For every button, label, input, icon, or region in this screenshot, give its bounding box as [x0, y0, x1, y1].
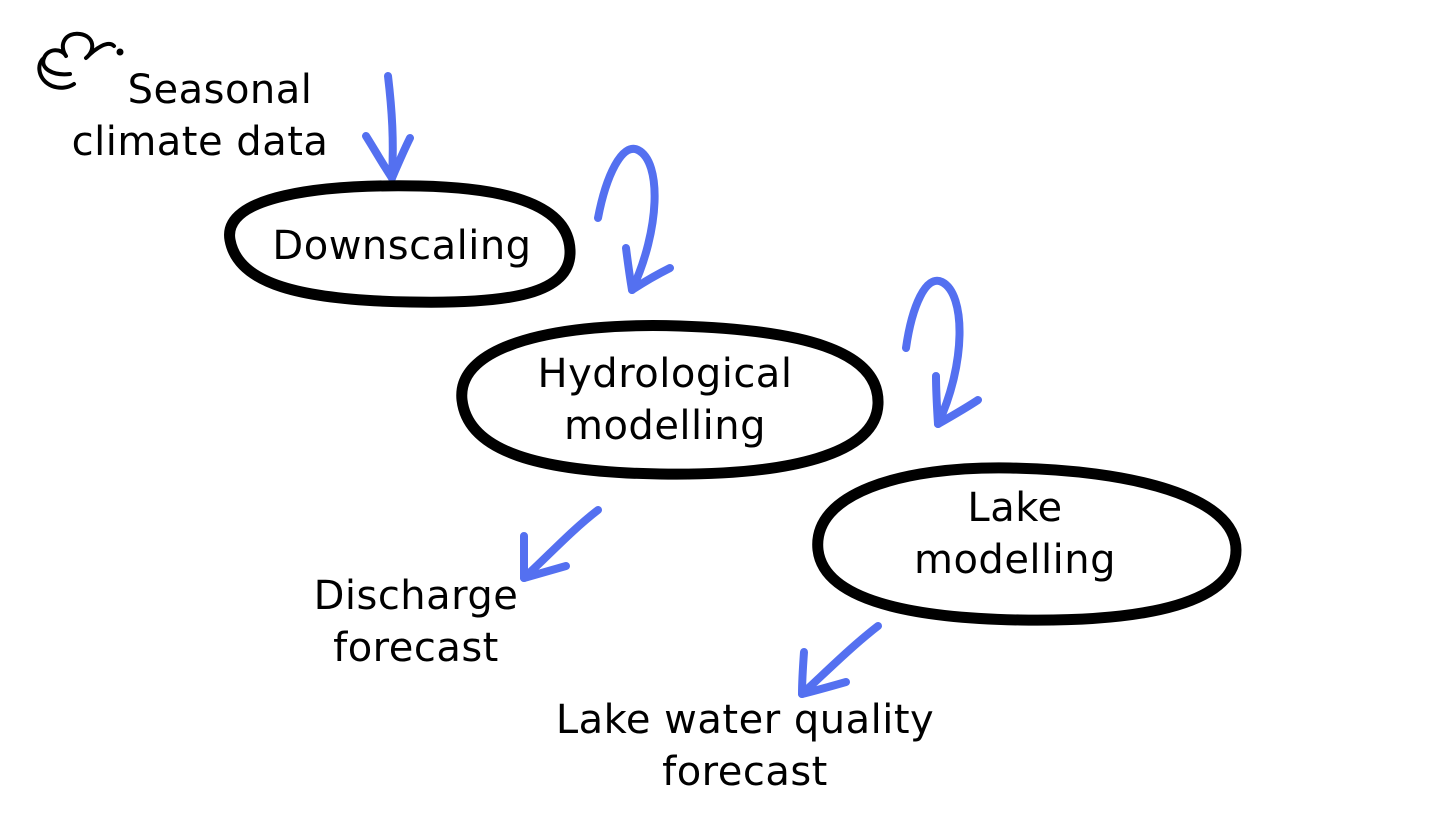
arrow-lake-to-quality [798, 622, 882, 698]
hydrological-label-line2: modelling [563, 403, 767, 449]
input-label-line1: Seasonal [127, 67, 313, 113]
discharge-forecast-label: Discharge forecast [296, 570, 536, 674]
downscaling-node-outline [224, 180, 576, 308]
lake-quality-line1: Lake water quality [555, 697, 935, 743]
lake-node: Lake modelling [880, 482, 1150, 586]
downscaling-label: Downscaling [272, 223, 532, 269]
discharge-line2: forecast [333, 625, 499, 671]
lake-label-line2: modelling [913, 537, 1117, 583]
discharge-line1: Discharge [313, 573, 519, 619]
lake-quality-line2: forecast [662, 749, 828, 795]
downscaling-node: Downscaling [262, 220, 542, 272]
hydrological-node: Hydrological modelling [520, 348, 810, 452]
lake-label-line1: Lake [967, 485, 1063, 531]
arrow-hydrological-to-lake [902, 276, 982, 428]
curl-icon [37, 31, 124, 90]
arrow-downscaling-to-hydrological [594, 144, 674, 294]
lake-quality-forecast-label: Lake water quality forecast [530, 694, 960, 798]
lake-node-outline [812, 462, 1242, 626]
input-label: Seasonal climate data [60, 64, 340, 168]
hydrological-node-outline [456, 320, 884, 480]
arrow-hydrological-to-discharge [520, 506, 602, 582]
input-label-line2: climate data [71, 119, 329, 165]
hydrological-label-line1: Hydrological [537, 351, 793, 397]
arrow-input-to-downscaling [362, 72, 414, 182]
